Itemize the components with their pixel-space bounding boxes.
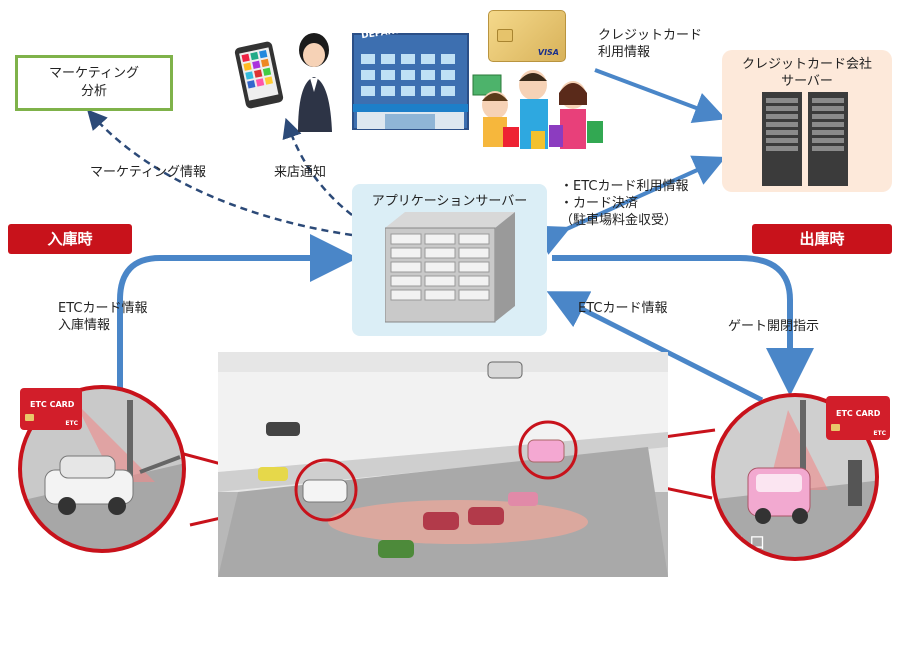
entry-info-label: ETCカード情報 入庫情報 <box>58 300 147 334</box>
etc-card-exit-small: ETC <box>873 430 886 437</box>
smartphone-user-illustration <box>234 33 332 132</box>
app-server-rack-icon <box>385 212 515 323</box>
etc-card-info-arrow <box>546 291 764 403</box>
credit-company-line2: サーバー <box>781 74 833 89</box>
parking-structure-illustration <box>218 352 668 577</box>
exit-time-tag: 出庫時 <box>752 224 892 254</box>
etc-card-entry: ETC CARD ETC <box>20 388 82 430</box>
etc-card-exit: ETC CARD ETC <box>826 396 890 440</box>
etc-usage-label: ・ETCカード利用情報 ・カード決済 （駐車場料金収受） <box>560 178 688 229</box>
credit-usage-line2: 利用情報 <box>598 45 651 60</box>
department-store-illustration <box>352 33 469 130</box>
marketing-info-arrow <box>87 109 353 237</box>
etc-usage-line2: ・カード決済 <box>560 196 639 211</box>
exit-flow-arrow <box>552 255 814 396</box>
visit-notice-arrow <box>282 117 353 216</box>
etc-usage-line3: （駐車場料金収受） <box>560 213 678 228</box>
app-server-label: アプリケーションサーバー <box>371 194 528 209</box>
shopping-family-illustration <box>472 70 603 149</box>
credit-company-line1: クレジットカード会社 <box>741 57 872 72</box>
application-server-box: アプリケーションサーバー <box>352 184 547 336</box>
credit-card-illustration: VISA <box>488 10 566 62</box>
etc-usage-arrow <box>535 155 726 255</box>
exit-etc-info-label: ETCカード情報 <box>578 301 668 316</box>
credit-usage-line1: クレジットカード <box>598 28 703 43</box>
entry-info-line1: ETCカード情報 <box>58 301 148 316</box>
etc-card-exit-title: ETC CARD <box>836 409 881 418</box>
credit-card-company-server: クレジットカード会社 サーバー <box>722 50 892 192</box>
gate-instruction-label: ゲート開閉指示 <box>728 319 820 334</box>
visit-notice-label: 来店通知 <box>274 165 327 180</box>
marketing-line1: マーケティング <box>49 66 139 81</box>
credit-usage-label: クレジットカード 利用情報 <box>598 27 702 61</box>
entry-flow-arrow <box>117 234 358 388</box>
etc-card-entry-title: ETC CARD <box>30 400 75 409</box>
credit-usage-arrow <box>594 68 727 123</box>
entry-time-tag: 入庫時 <box>8 224 132 254</box>
etc-card-entry-small: ETC <box>65 420 78 427</box>
credit-server-rack-icon <box>762 92 848 186</box>
marketing-info-label: マーケティング情報 <box>90 165 206 180</box>
marketing-line2: 分析 <box>80 84 107 99</box>
etc-usage-line1: ・ETCカード利用情報 <box>560 179 689 194</box>
marketing-analysis-box: マーケティング 分析 <box>15 55 173 111</box>
entry-info-line2: 入庫情報 <box>58 318 111 333</box>
visa-logo: VISA <box>537 48 559 57</box>
entry-gate-zoom-circle <box>18 385 186 553</box>
